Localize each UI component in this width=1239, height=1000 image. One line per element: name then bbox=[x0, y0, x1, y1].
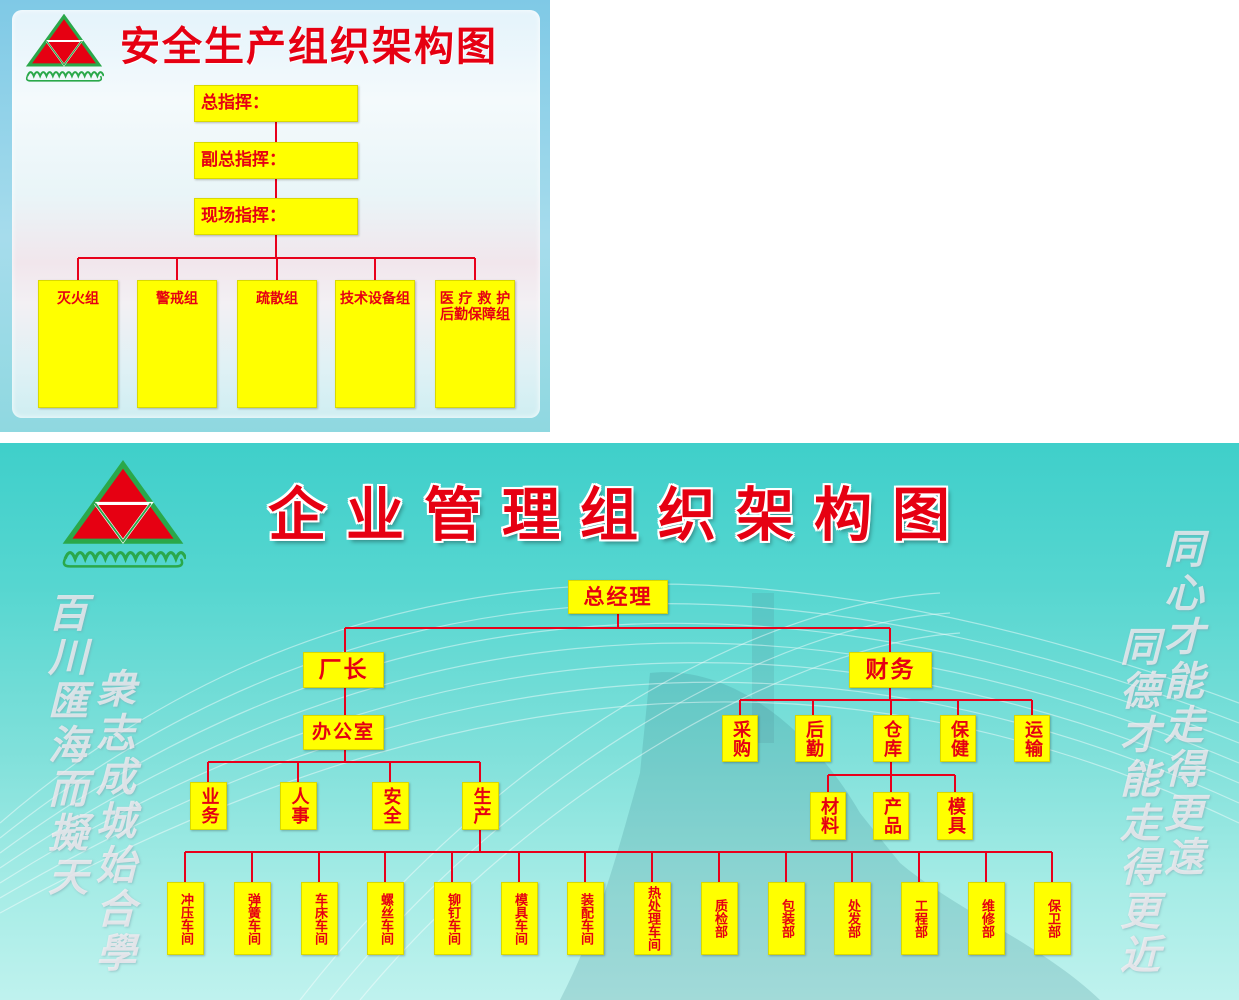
management-chart-title: 企业管理组织架构图 bbox=[268, 481, 971, 549]
org-node-assembly-workshop: 装配车间 bbox=[567, 882, 604, 955]
org-node-purchasing: 采购 bbox=[722, 715, 758, 762]
org-node-office: 办公室 bbox=[303, 715, 384, 750]
org-node-molds: 模具 bbox=[937, 792, 973, 840]
org-node-fire-group: 灭火组 bbox=[38, 280, 118, 408]
org-node-logistics: 后勤 bbox=[795, 715, 831, 762]
company-logo-icon bbox=[62, 460, 186, 568]
org-node-health: 保健 bbox=[940, 715, 976, 762]
group-label: 灭火组 bbox=[57, 291, 99, 307]
org-node-medical-logistics-group: 医 疗 救 护 后勤保障组 bbox=[435, 280, 515, 408]
org-node-business: 业务 bbox=[190, 782, 227, 830]
company-logo-icon bbox=[25, 14, 104, 82]
safety-chart-title: 安全生产组织架构图 bbox=[120, 24, 498, 70]
calligraphy-slogan: 同心才能走得更遠 bbox=[1157, 528, 1204, 880]
org-node-heat-treatment-workshop: 热处理车间 bbox=[634, 882, 671, 955]
group-label-line2: 后勤保障组 bbox=[440, 307, 510, 323]
org-node-rivet-workshop: 铆钉车间 bbox=[434, 882, 471, 955]
calligraphy-slogan: 百川匯海而擬天 bbox=[41, 592, 88, 900]
org-node-general-manager: 总经理 bbox=[568, 580, 668, 614]
org-node-safety: 安全 bbox=[372, 782, 409, 830]
org-node-dispatch-dept: 处发部 bbox=[834, 882, 871, 955]
group-label: 警戒组 bbox=[156, 291, 198, 307]
org-node-screw-workshop: 螺丝车间 bbox=[367, 882, 404, 955]
org-node-commander: 总指挥： bbox=[194, 85, 358, 122]
calligraphy-slogan: 衆志成城始合學 bbox=[89, 668, 136, 976]
org-node-finance: 财务 bbox=[849, 652, 932, 688]
org-node-factory-director: 厂长 bbox=[303, 652, 384, 688]
group-label: 医 疗 救 护 bbox=[439, 291, 511, 307]
org-node-technical-group: 技术设备组 bbox=[335, 280, 415, 408]
org-node-engineering-dept: 工程部 bbox=[901, 882, 938, 955]
org-node-quality-dept: 质检部 bbox=[701, 882, 738, 955]
org-node-mold-workshop: 模具车间 bbox=[501, 882, 538, 955]
calligraphy-slogan: 同德才能走得更近 bbox=[1113, 626, 1160, 978]
org-node-packaging-dept: 包装部 bbox=[768, 882, 805, 955]
org-node-warehouse: 仓库 bbox=[873, 715, 909, 762]
group-label: 疏散组 bbox=[256, 291, 298, 307]
org-node-products: 产品 bbox=[873, 792, 909, 840]
org-node-field-commander: 现场指挥： bbox=[194, 198, 358, 235]
org-node-deputy-commander: 副总指挥： bbox=[194, 142, 358, 179]
org-node-production: 生产 bbox=[462, 782, 499, 830]
org-node-stamping-workshop: 冲压车间 bbox=[167, 882, 204, 955]
org-node-spring-workshop: 弹簧车间 bbox=[234, 882, 271, 955]
org-node-security-dept: 保卫部 bbox=[1034, 882, 1071, 955]
org-node-materials: 材料 bbox=[810, 792, 846, 840]
org-node-lathe-workshop: 车床车间 bbox=[301, 882, 338, 955]
org-node-personnel: 人事 bbox=[280, 782, 317, 830]
group-label: 技术设备组 bbox=[340, 291, 410, 307]
org-node-alert-group: 警戒组 bbox=[137, 280, 217, 408]
org-node-transport: 运输 bbox=[1014, 715, 1050, 762]
org-node-maintenance-dept: 维修部 bbox=[968, 882, 1005, 955]
org-node-evacuation-group: 疏散组 bbox=[237, 280, 317, 408]
